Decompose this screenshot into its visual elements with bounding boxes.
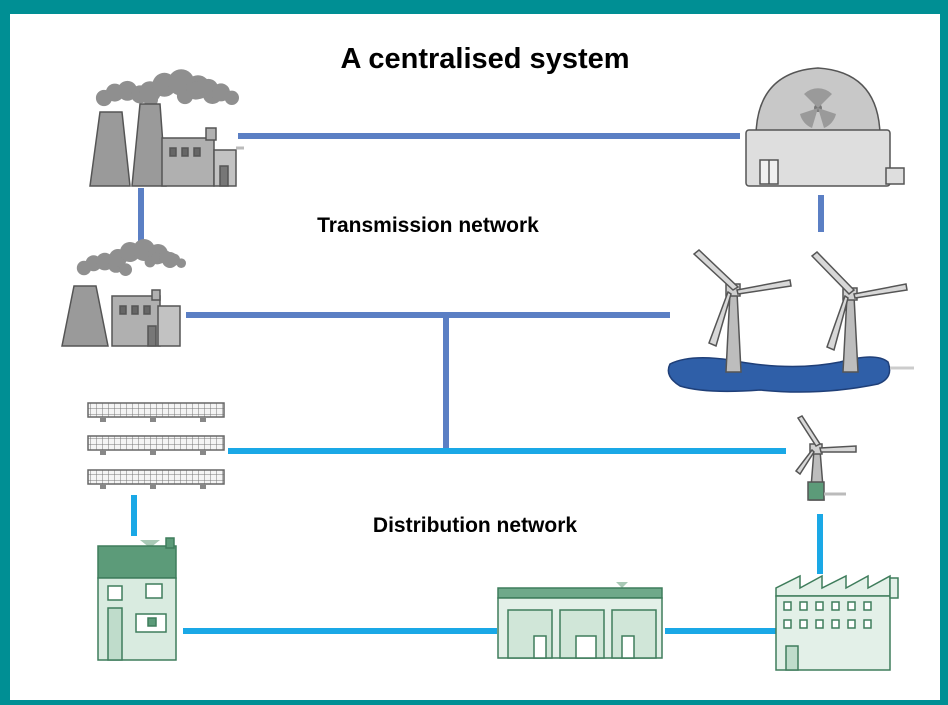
factory-icon [775, 574, 899, 671]
diagram-title: A centralised system [340, 43, 629, 75]
solar-panels-icon [87, 402, 225, 489]
transmission-lines [138, 133, 824, 451]
small-coal-power-station-icon [61, 239, 186, 347]
offshore-wind-farm-icon [667, 249, 914, 393]
coal-power-station-icon [89, 69, 244, 187]
small-wind-turbine-icon [794, 415, 857, 501]
house-icon [97, 537, 177, 661]
distribution-network-label: Distribution network [373, 514, 577, 537]
nuclear-power-station-icon [745, 67, 905, 187]
warehouse-icon [497, 582, 663, 659]
distribution-lines [131, 448, 823, 634]
transmission-network-label: Transmission network [317, 214, 539, 237]
